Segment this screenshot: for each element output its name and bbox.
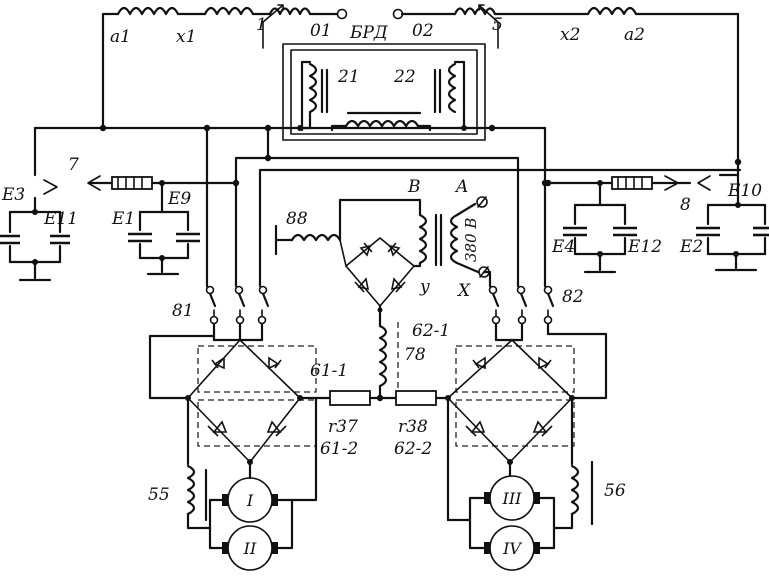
brd-block (282, 43, 486, 141)
label-e1: E1 (111, 209, 135, 229)
center-bridge-source (274, 196, 490, 402)
label-b: B (407, 177, 421, 197)
label-82: 82 (562, 287, 584, 307)
label-a2: a2 (624, 25, 645, 45)
label-02: 02 (412, 21, 434, 41)
label-88: 88 (286, 209, 308, 229)
label-e4: E4 (551, 237, 575, 257)
label-brd: БРД (349, 23, 389, 43)
label-e11: E11 (43, 209, 78, 229)
label-78: 78 (404, 345, 426, 365)
label-x1: x1 (176, 27, 196, 47)
label-5: 5 (492, 15, 503, 35)
label-7: 7 (68, 155, 79, 175)
contactor-81 (205, 284, 270, 325)
label-r37: r37 (328, 417, 358, 437)
label-e9: E9 (167, 189, 191, 209)
left-filter-group (0, 175, 200, 282)
label-r38: r38 (398, 417, 428, 437)
label-motor-iv: IV (502, 539, 522, 558)
label-01: 01 (310, 21, 332, 41)
label-62-2: 62-2 (394, 439, 432, 459)
label-1: 1 (256, 15, 267, 35)
label-56: 56 (604, 481, 626, 501)
label-22: 22 (393, 67, 416, 87)
contactor-82 (482, 270, 555, 325)
label-e12: E12 (627, 237, 662, 257)
label-21: 21 (337, 67, 360, 87)
label-81: 81 (172, 301, 194, 321)
label-55: 55 (148, 485, 170, 505)
label-62-1: 62-1 (412, 321, 450, 341)
label-x: X (456, 281, 471, 301)
label-e2: E2 (679, 237, 703, 257)
right-traction-motors (446, 396, 594, 571)
label-8: 8 (680, 195, 691, 215)
labels: a1 x1 1 01 БРД 02 5 x2 a2 21 22 7 8 E3 E… (1, 15, 762, 558)
label-motor-iii: III (502, 489, 523, 508)
label-61-1: 61-1 (310, 361, 348, 381)
label-e10: E10 (727, 181, 762, 201)
right-filter-group (563, 160, 769, 274)
top-bus (101, 4, 740, 164)
label-motor-i: I (246, 491, 254, 510)
label-61-2: 61-2 (320, 439, 358, 459)
label-e3: E3 (1, 185, 25, 205)
label-380v: 380 B (462, 218, 480, 262)
label-motor-ii: II (243, 539, 257, 558)
left-traction-motors (186, 396, 318, 571)
label-x2: x2 (560, 25, 580, 45)
distribution-buses (33, 124, 742, 288)
label-a: A (454, 177, 468, 197)
label-a1: a1 (110, 27, 131, 47)
label-y: y (419, 277, 430, 297)
